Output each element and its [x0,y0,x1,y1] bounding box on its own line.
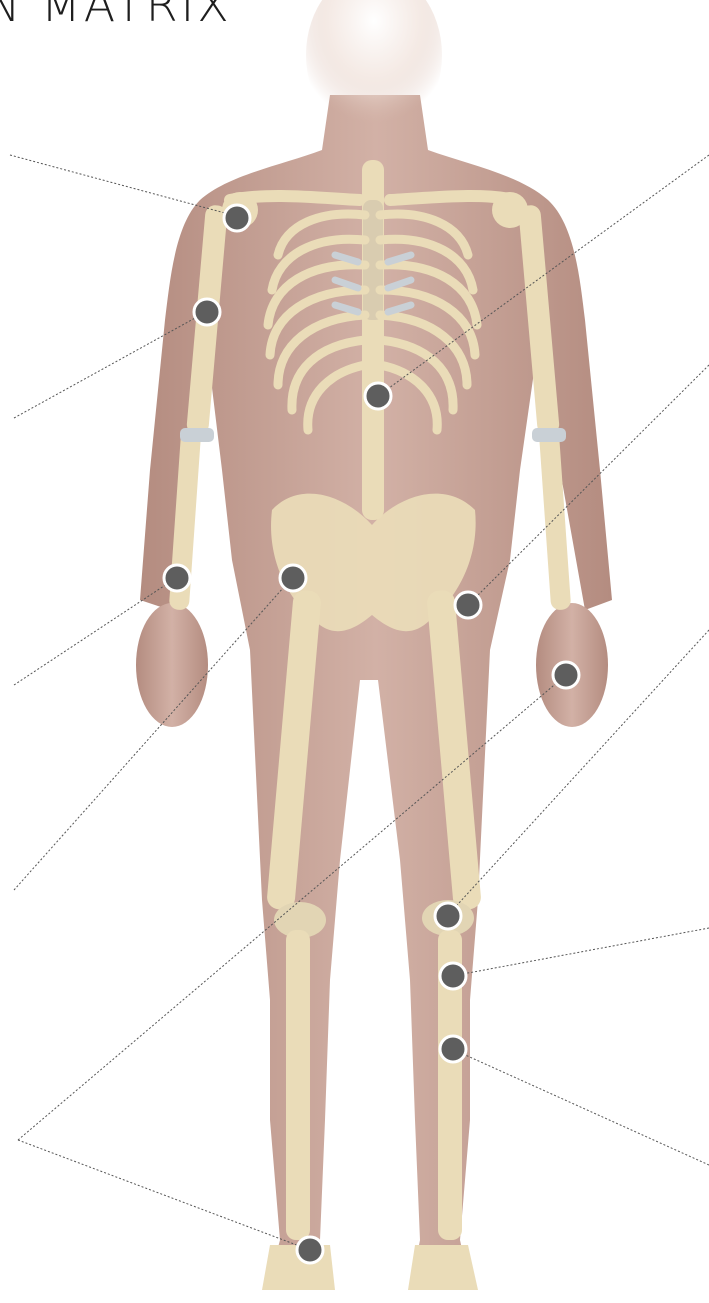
marker-spine[interactable] [365,383,391,409]
marker-hand[interactable] [553,662,579,688]
leader-tibia-upper [452,928,709,976]
leader-ankle [18,1140,310,1250]
leader-tibia-lower [452,1049,709,1165]
marker-knee[interactable] [435,903,461,929]
tibia-left [286,930,310,1240]
marker-shoulder[interactable] [224,205,250,231]
marker-ankle[interactable] [297,1237,323,1263]
marker-tibia-lower[interactable] [440,1036,466,1062]
marker-upper-arm[interactable] [194,299,220,325]
marker-wrist[interactable] [164,565,190,591]
marker-hip-right[interactable] [455,592,481,618]
marker-tibia-upper[interactable] [440,963,466,989]
marker-hip-left[interactable] [280,565,306,591]
